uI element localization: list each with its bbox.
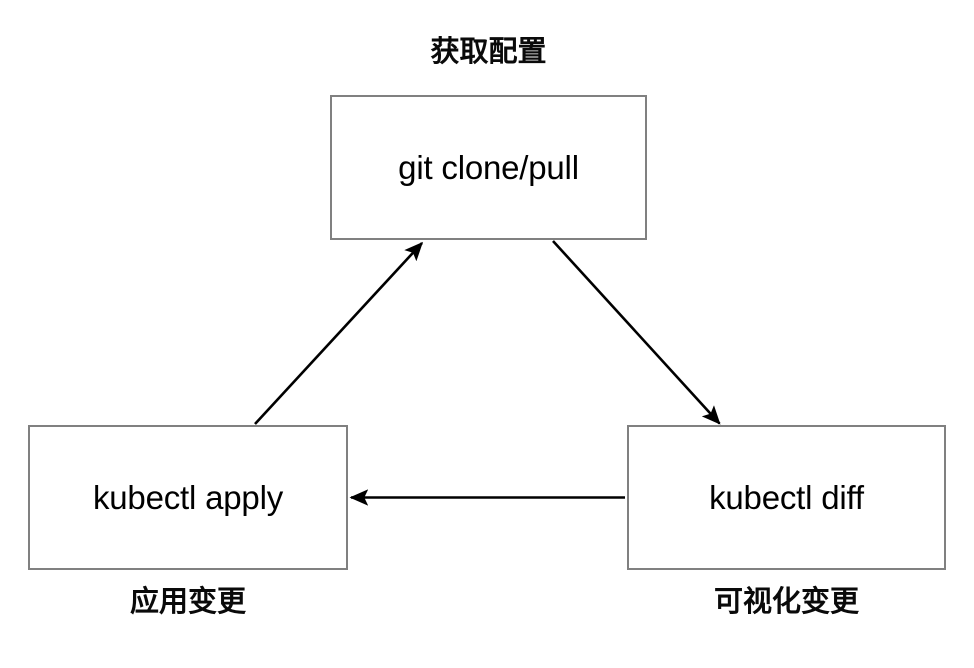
caption-visualize-changes: 可视化变更 — [713, 586, 859, 618]
caption-apply-changes: 应用变更 — [129, 586, 246, 618]
node-label-kubectl-diff: kubectl diff — [709, 479, 864, 516]
node-kubectl-apply[interactable]: kubectl apply — [28, 425, 348, 570]
caption-fetch-config: 获取配置 — [430, 36, 547, 68]
node-git-clone-pull[interactable]: git clone/pull — [330, 95, 647, 240]
node-label-kubectl-apply: kubectl apply — [92, 479, 284, 516]
edge-apply-to-fetch — [254, 241, 424, 425]
edge-fetch-to-diff — [552, 240, 721, 425]
node-label-git-clone-pull: git clone/pull — [398, 149, 579, 186]
node-kubectl-diff[interactable]: kubectl diff — [627, 425, 946, 570]
